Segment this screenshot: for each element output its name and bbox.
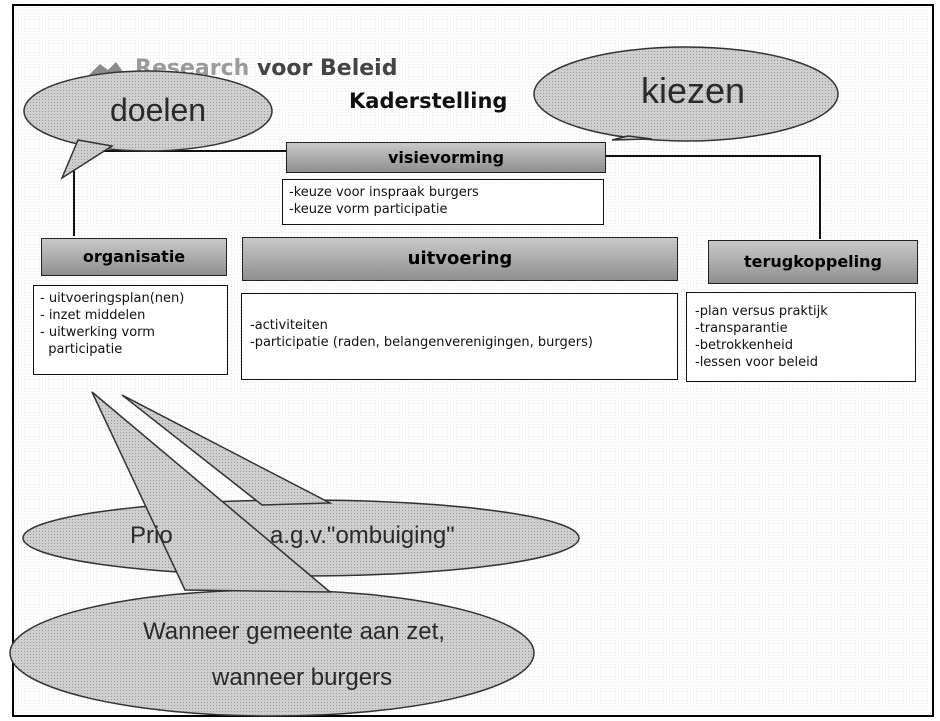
kiezen-text: kiezen	[641, 70, 746, 111]
connector-right-horizontal	[605, 155, 821, 157]
visievorming-label: visievorming	[387, 148, 505, 167]
terugkoppeling-item: -betrokkenheid	[695, 338, 793, 353]
prio-text-right: a.g.v."ombuiging"	[270, 522, 455, 549]
connector-right-vertical	[819, 155, 821, 239]
organisatie-box: - uitvoeringsplan(nen) - inzet middelen …	[33, 285, 228, 375]
kiezen-bubble	[533, 46, 839, 142]
uitvoering-box: -activiteiten -participatie (raden, bela…	[241, 293, 678, 380]
terugkoppeling-box: -plan versus praktijk -transparantie -be…	[686, 292, 916, 382]
visievorming-item: -keuze voor inspraak burgers	[289, 185, 479, 200]
terugkoppeling-item: -lessen voor beleid	[695, 355, 819, 370]
visievorming-box: -keuze voor inspraak burgers -keuze vorm…	[282, 179, 604, 225]
prio-text-left: Prio	[130, 522, 173, 549]
connector-left-horizontal	[73, 150, 288, 152]
connector-left-vertical	[73, 150, 75, 236]
wanneer-text-line2: wanneer burgers	[212, 664, 393, 691]
brand-name-rest: voor Beleid	[256, 56, 398, 81]
organisatie-label: organisatie	[82, 247, 186, 266]
terugkoppeling-item: -plan versus praktijk	[695, 304, 828, 319]
uitvoering-label: uitvoering	[407, 248, 513, 269]
wanneer-text-line1: Wanneer gemeente aan zet,	[143, 618, 445, 645]
uitvoering-item: -participatie (raden, belangenvereniging…	[250, 335, 593, 350]
doelen-text: doelen	[110, 92, 207, 128]
organisatie-item: - uitvoeringsplan(nen)	[40, 291, 185, 306]
terugkoppeling-label: terugkoppeling	[743, 252, 882, 271]
organisatie-item: - uitwerking vorm	[40, 325, 155, 340]
terugkoppeling-item: -transparantie	[695, 321, 788, 336]
organisatie-item: participatie	[40, 342, 123, 357]
visievorming-item: -keuze vorm participatie	[289, 202, 448, 217]
page-title: Kaderstelling	[349, 89, 508, 113]
organisatie-header: organisatie	[41, 238, 227, 276]
visievorming-header: visievorming	[286, 142, 606, 173]
doelen-bubble	[23, 70, 273, 180]
terugkoppeling-header: terugkoppeling	[708, 240, 918, 284]
uitvoering-item: -activiteiten	[250, 318, 328, 333]
uitvoering-header: uitvoering	[242, 237, 678, 281]
brand-name: Research voor Beleid	[135, 56, 397, 81]
organisatie-item: - inzet middelen	[40, 308, 146, 323]
wanneer-bubble	[9, 391, 535, 717]
